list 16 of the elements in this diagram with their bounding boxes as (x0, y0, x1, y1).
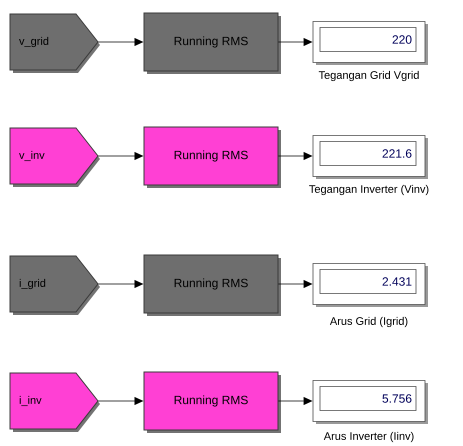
input-tag: v_grid (10, 14, 100, 73)
display-label: Arus Grid (Igrid) (330, 316, 408, 328)
input-tag: v_inv (10, 128, 100, 187)
display-box: 221.6 (312, 135, 428, 179)
display-label: Tegangan Inverter (Vinv) (309, 184, 428, 196)
display-box: 5.756 (312, 380, 428, 424)
display-box: 2.431 (312, 263, 428, 307)
display-label: Arus Inverter (Iinv) (324, 432, 414, 442)
process-box: Running RMS (144, 371, 281, 433)
input-tag: i_inv (10, 372, 100, 432)
input-tag: i_grid (10, 256, 100, 315)
process-box: Running RMS (144, 126, 281, 188)
display-box: 220 (312, 21, 428, 65)
process-box: Running RMS (144, 254, 281, 316)
display-label: Tegangan Grid Vgrid (318, 70, 419, 82)
process-box: Running RMS (144, 12, 281, 74)
